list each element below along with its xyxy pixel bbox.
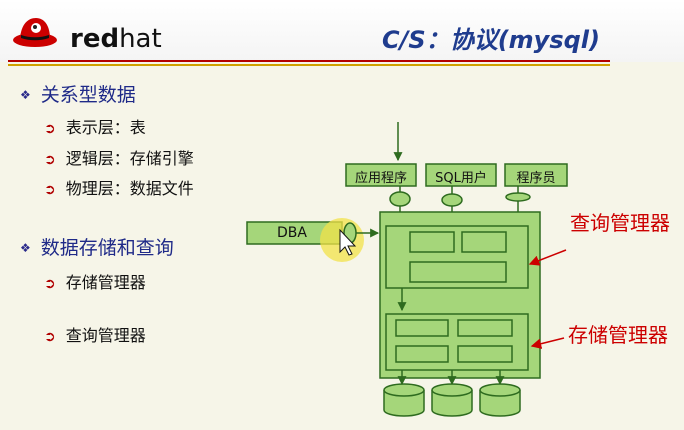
dba-label: DBA: [277, 225, 307, 241]
client-interface-programmer: [505, 192, 531, 202]
client-label-programmer: 程序员: [516, 171, 556, 186]
header-rule-gold: [8, 64, 610, 66]
bullet-item-label: 物理层：数据文件: [65, 179, 194, 198]
diamond-bullet-icon: ❖: [20, 88, 31, 102]
storage-annotation-arrow: [530, 337, 565, 349]
bullet-section-relational: ❖ 关系型数据: [20, 80, 136, 107]
client-interface-sql: [441, 193, 463, 207]
client-label-app: 应用程序: [354, 171, 407, 186]
storage-manager-block: [385, 313, 529, 371]
bullet-item: ➲ 逻辑层：存储引擎: [44, 145, 194, 169]
diamond-bullet-icon: ❖: [20, 241, 31, 255]
bullet-item-label: 存储管理器: [65, 273, 146, 292]
slide-title: C/S：协议(mysql): [382, 26, 600, 54]
brand-prefix: red: [70, 24, 120, 54]
bullet-item: ➲ 存储管理器: [44, 269, 146, 293]
slide-header: redhat C/S：协议(mysql): [0, 0, 684, 62]
client-label-sql-user: SQL用户: [435, 171, 487, 186]
arrow-bullet-icon: ➲: [44, 329, 56, 345]
mouse-cursor-icon: [339, 228, 357, 256]
cursor-highlight: [320, 218, 364, 262]
bullet-item-label: 逻辑层：存储引擎: [65, 149, 194, 168]
query-manager-block: [385, 225, 529, 289]
arrow-bullet-icon: ➲: [44, 276, 56, 292]
arrow-bullet-icon: ➲: [44, 121, 56, 137]
bullet-item: ➲ 表示层：表: [44, 114, 146, 138]
dba-interface: [343, 222, 357, 244]
bullet-item-label: 查询管理器: [65, 326, 146, 345]
disk-cylinder: [479, 383, 521, 417]
bullet-section-label: 关系型数据: [40, 84, 136, 106]
storage-manager-note: 存储管理器: [568, 323, 668, 347]
brand-wordmark: redhat: [70, 24, 162, 56]
brand-suffix: hat: [119, 24, 162, 54]
disk-cylinder: [383, 383, 425, 417]
bullet-item: ➲ 物理层：数据文件: [44, 175, 194, 199]
disk-cylinder: [431, 383, 473, 417]
arrow-bullet-icon: ➲: [44, 182, 56, 198]
client-interface-app: [389, 191, 411, 207]
bullet-item: ➲ 查询管理器: [44, 322, 146, 346]
query-manager-note: 查询管理器: [570, 211, 670, 235]
query-annotation-arrow: [528, 249, 567, 266]
header-rule-red: [8, 60, 610, 62]
dbms-container: [379, 211, 541, 379]
arrow-bullet-icon: ➲: [44, 152, 56, 168]
bullet-section-label: 数据存储和查询: [40, 237, 174, 259]
bullet-item-label: 表示层：表: [65, 118, 146, 137]
bullet-section-storage-query: ❖ 数据存储和查询: [20, 233, 174, 260]
redhat-logo-icon: [13, 18, 57, 47]
